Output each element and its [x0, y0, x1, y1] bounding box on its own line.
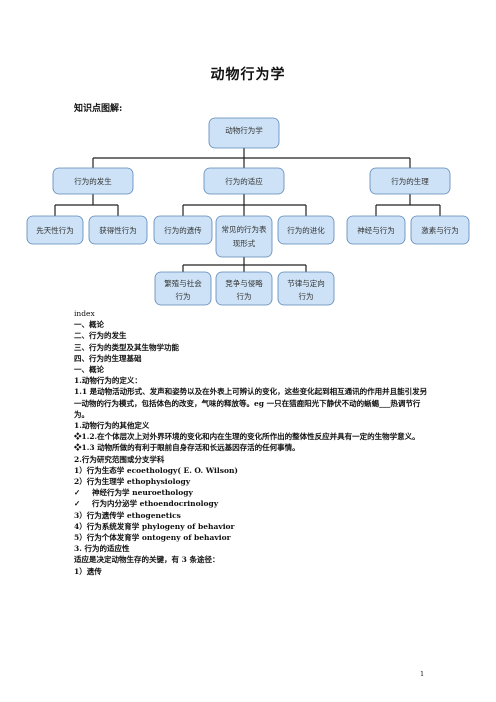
list-item: ✓ 行为内分泌学 ethoendocrinology: [74, 498, 434, 509]
check-icon: ✓: [74, 488, 81, 498]
diagram-node-acquired: 获得性行为: [88, 215, 148, 245]
node-label-line1: 繁殖与社会: [164, 278, 202, 288]
list-item: 1）遗传: [74, 566, 102, 576]
node-label-line1: 竞争与侵略: [225, 278, 263, 288]
node-label: 动物行为学: [225, 125, 263, 135]
diagram-node-occurrence: 行为的发生: [52, 167, 134, 195]
section-heading: 一、概论: [74, 365, 104, 375]
node-label: 行为的适应: [225, 176, 263, 186]
node-label-line2: 现形式: [233, 238, 256, 248]
node-label: 行为的遗传: [164, 225, 202, 235]
node-label-line2: 行为: [299, 291, 314, 301]
subheading: 3. 行为的适应性: [74, 544, 130, 554]
diagram-node-rhythm: 节律与定向 行为: [277, 271, 335, 306]
diagram-node-physiology: 行为的生理: [369, 167, 451, 195]
body-text: index 一、概论 二、行为的发生 三、行为的类型及其生物学功能 四、行为的生…: [74, 308, 434, 577]
diagram-node-innate: 先天性行为: [26, 215, 84, 245]
diagram-node-evolution: 行为的进化: [277, 215, 335, 245]
node-label: 行为的生理: [391, 176, 429, 186]
diagram-node-nerve: 神经与行为: [346, 215, 406, 245]
list-item: 2）行为生理学 ethophysiology: [74, 477, 191, 487]
page-number: 1: [420, 670, 425, 678]
list-item: ✓ 神经行为学 neuroethology: [74, 487, 434, 498]
diagram-node-hormone: 激素与行为: [410, 215, 470, 245]
check-icon: ✓: [74, 499, 81, 509]
toc-item: 一、概论: [74, 320, 104, 330]
diagram-node-inheritance: 行为的遗传: [153, 215, 213, 245]
subheading: 2.行为研究范围或分支学科: [74, 454, 165, 464]
list-item: 4）行为系统发育学 phylogeny of behavior: [74, 521, 235, 531]
list-item: 1）行为生态学 ecoethology( E. O. Wilson): [74, 465, 238, 475]
node-label: 获得性行为: [99, 225, 137, 235]
toc-item: 三、行为的类型及其生物学功能: [74, 342, 179, 352]
list-item-text: 神经行为学 neuroethology: [92, 488, 193, 498]
node-label-line2: 行为: [176, 291, 191, 301]
diagram-node-forms: 常见的行为表 现形式: [215, 215, 273, 258]
node-label-line1: 常见的行为表: [222, 224, 267, 234]
list-item: 5）行为个体发育学 ontogeny of behavior: [74, 533, 231, 543]
page-title: 动物行为学: [210, 67, 286, 83]
toc-item: 四、行为的生理基础: [74, 353, 142, 363]
definition-paragraph: ❖1.2.在个体层次上对外界环境的变化和内在生理的变化所作出的整体性反应并具有一…: [74, 432, 420, 442]
subheading: 1.动物行为的定义：: [74, 376, 142, 386]
diagram-node-adaptation: 行为的适应: [203, 167, 285, 195]
diagram-node-reproduction: 繁殖与社会 行为: [154, 271, 212, 306]
knowledge-map-label: 知识点图解:: [74, 104, 123, 114]
node-label-line1: 节律与定向: [287, 278, 325, 288]
knowledge-diagram: 动物行为学 行为的发生 行为的适应 行为的生理 先天性行为 获得性行为 行为的遗…: [26, 117, 470, 306]
definition-paragraph: ❖1.3 动物所做的有利于眼前自身存活和长远基因存活的任何事情。: [74, 443, 300, 453]
diagram-connectors: [54, 148, 441, 272]
definition-paragraph: 1.1 是动物活动形式、发声和姿势以及在外表上可辨认的变化，这些变化起到相互通讯…: [74, 387, 428, 419]
list-item-text: 行为内分泌学 ethoendocrinology: [92, 499, 219, 509]
node-label-line2: 行为: [237, 291, 252, 301]
diagram-node-competition: 竞争与侵略 行为: [215, 271, 273, 306]
paragraph: 适应是决定动物生存的关键，有 3 条途径：: [74, 555, 220, 565]
toc-item: 二、行为的发生: [74, 331, 127, 341]
index-label: index: [74, 309, 95, 318]
list-item: 3）行为遗传学 ethogenetics: [74, 510, 181, 520]
node-label: 先天性行为: [36, 225, 74, 235]
node-label: 神经与行为: [357, 225, 395, 235]
node-label: 行为的发生: [74, 176, 112, 186]
node-label: 行为的进化: [287, 225, 325, 235]
diagram-node-root: 动物行为学: [208, 117, 280, 149]
node-label: 激素与行为: [421, 225, 459, 235]
subheading: 1.动物行为的其他定义: [74, 421, 150, 431]
